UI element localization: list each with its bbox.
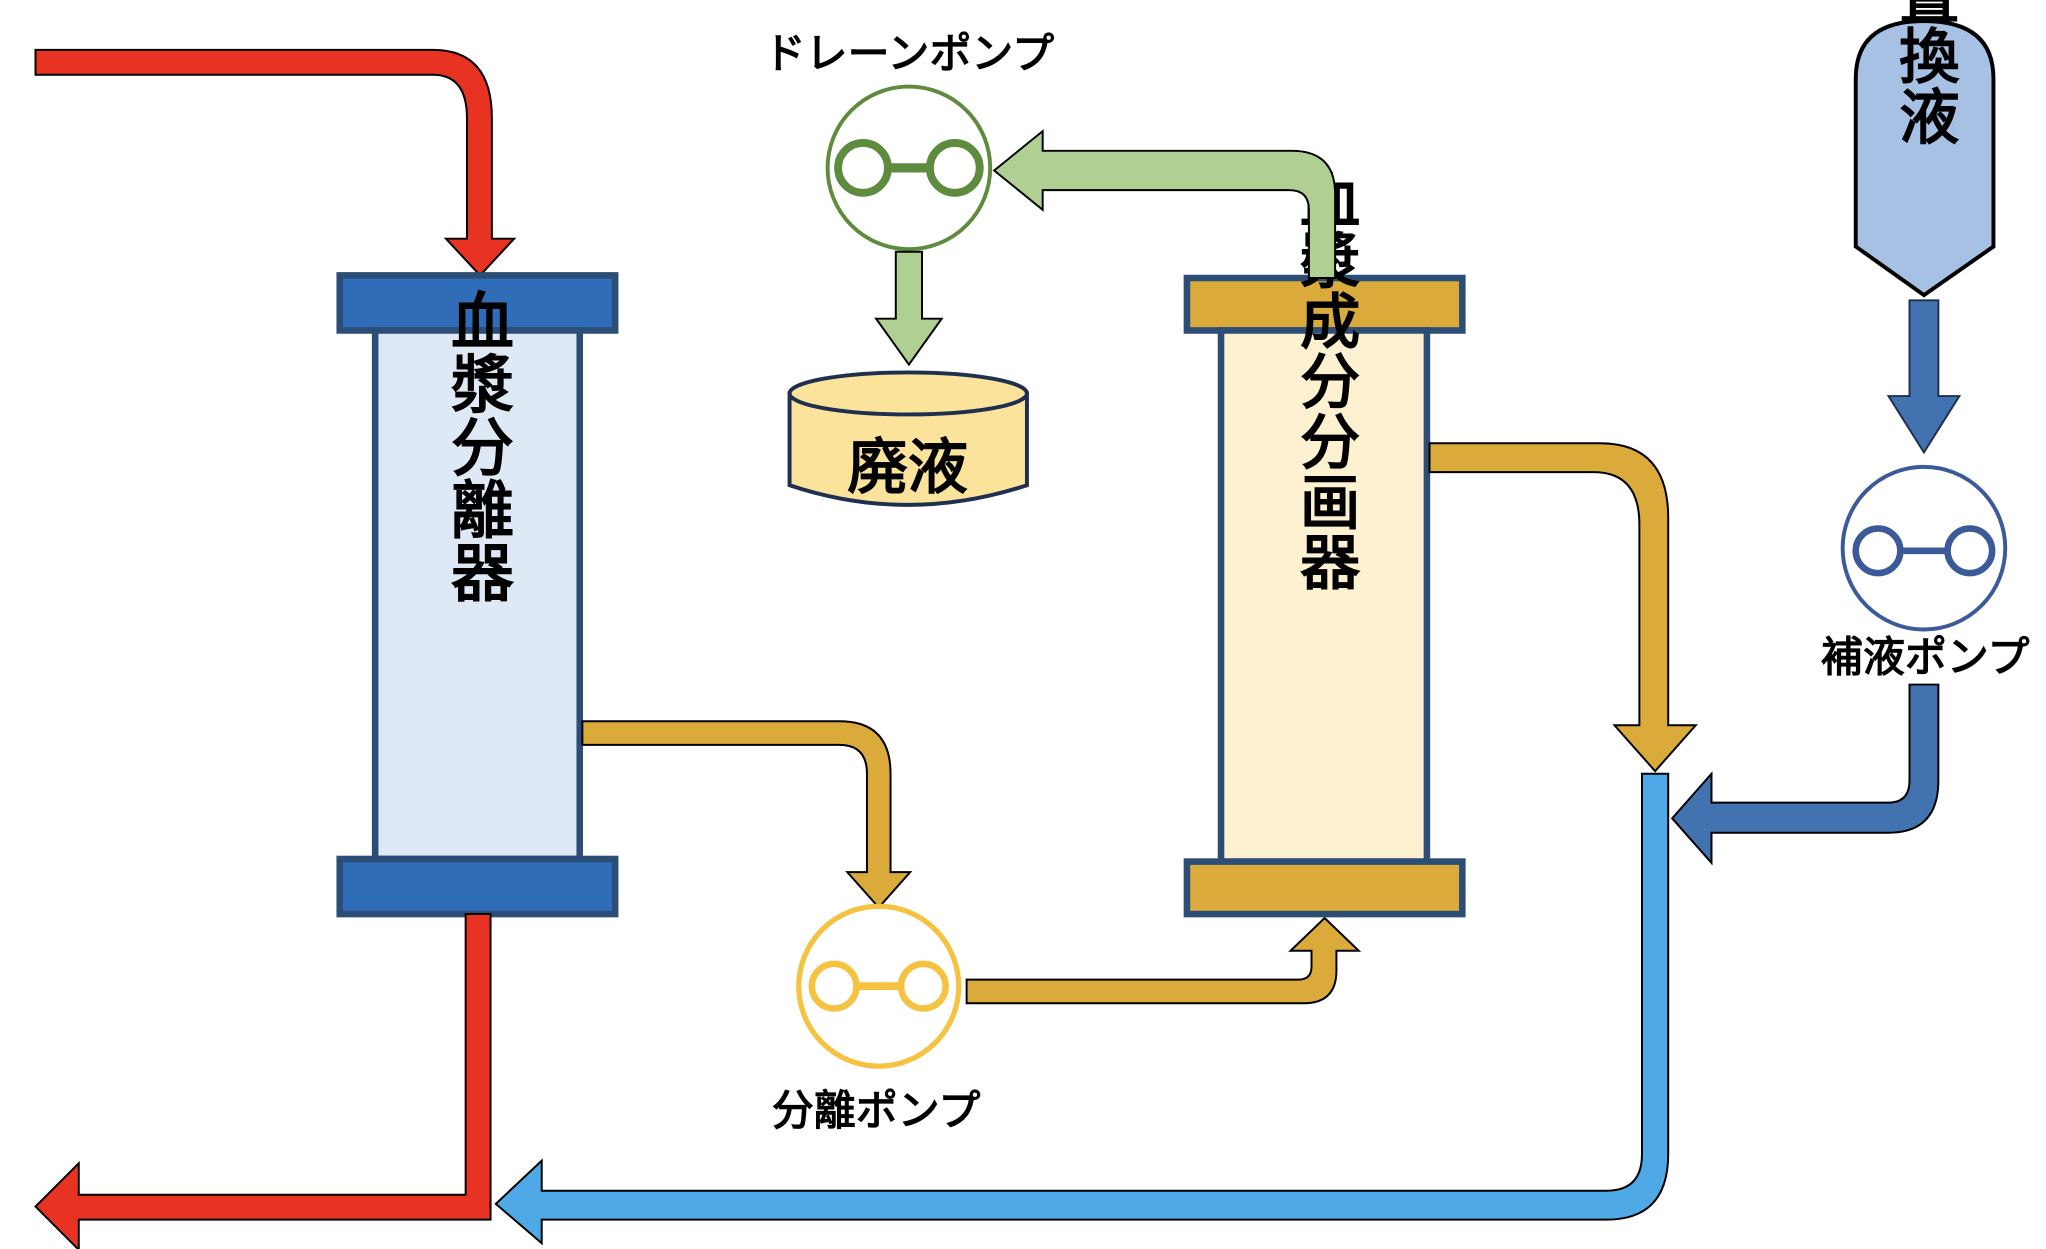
waste-label: 廃液 [847, 433, 968, 503]
plasma-to-separation-pump-arrow [581, 720, 913, 909]
plasma-fractionator: 血漿成分分画器 [1183, 169, 1466, 918]
substitution-fluid-label: 置換液 [1889, 0, 1959, 146]
fractionator-bottom-cap [1183, 858, 1466, 918]
blood-inlet-arrow [34, 48, 517, 277]
plasma-separator: 血漿分離器 [336, 272, 619, 918]
drain-pump-label: ドレーンポンプ [764, 29, 1054, 78]
separation-pump-label: 分離ポンプ [772, 1086, 981, 1135]
blood-outlet-arrow [34, 913, 492, 1249]
supplement-pump: 補液ポンプ [1821, 464, 2030, 681]
separator-body [371, 327, 584, 863]
drain-pump-to-waste-arrow [874, 250, 944, 367]
separation-pump: 分離ポンプ [772, 903, 981, 1135]
drain-pump-roller-right [925, 139, 984, 197]
supplement-pump-roller-left [1852, 525, 1904, 577]
separator-bottom-cap [336, 855, 619, 918]
return-line-arrow [494, 772, 1670, 1246]
supplement-pump-roller-right [1944, 525, 1996, 577]
drain-pump-roller-left [834, 139, 892, 197]
fractionator-body [1217, 327, 1431, 865]
waste-container-top [787, 370, 1029, 417]
substitution-to-supplement-pump-arrow [1886, 299, 1962, 455]
fractionator-to-drain-pump-arrow [992, 129, 1337, 280]
supplement-pump-label: 補液ポンプ [1821, 632, 2030, 681]
drain-pump: ドレーンポンプ [764, 29, 1054, 252]
fractionator-outlet-arrow [1428, 442, 1698, 773]
supplement-to-return-arrow [1670, 683, 1940, 866]
substitution-fluid-container [1853, 19, 1996, 298]
separation-pump-roller-left [808, 960, 860, 1012]
waste-container: 廃液 [787, 370, 1029, 507]
waste-container-body [787, 391, 1029, 507]
separation-pump-roller-right [897, 960, 949, 1012]
separation-pump-to-fractionator-arrow [965, 916, 1362, 1005]
separator-label: 血漿分離器 [441, 289, 514, 604]
substitution-fluid-bag: 置換液 [1853, 0, 1996, 298]
